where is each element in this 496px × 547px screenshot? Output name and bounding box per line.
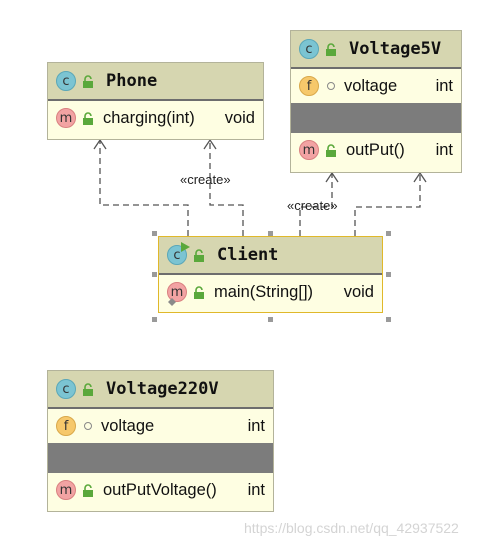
empty-section xyxy=(291,103,461,133)
field-icon: f xyxy=(56,416,76,436)
method-icon: m xyxy=(299,140,319,160)
method-type: int xyxy=(247,480,265,499)
method-row[interactable]: m main(String[]) void xyxy=(159,275,382,309)
method-icon: m xyxy=(56,108,76,128)
arrow-client-to-voltage5v xyxy=(354,173,421,236)
method-name: charging(int) xyxy=(103,108,195,127)
lock-icon xyxy=(83,111,93,125)
selection-handle[interactable] xyxy=(386,272,391,277)
class-phone[interactable]: c Phone m charging(int) void xyxy=(47,62,264,140)
field-row[interactable]: f voltage int xyxy=(291,69,461,103)
field-name: voltage xyxy=(101,416,155,435)
class-icon: c xyxy=(56,71,76,91)
selection-handle[interactable] xyxy=(268,231,273,236)
arrowhead-voltage5v-1 xyxy=(325,171,339,183)
lock-icon xyxy=(83,483,93,497)
static-marker-icon xyxy=(168,298,176,306)
class-icon: c xyxy=(56,379,76,399)
package-visibility-icon xyxy=(327,82,335,90)
class-client[interactable]: c Client m main(String[]) void xyxy=(158,236,383,313)
selection-handle[interactable] xyxy=(268,317,273,322)
method-type: int xyxy=(435,140,453,159)
class-icon: c xyxy=(299,39,319,59)
class-voltage5v[interactable]: c Voltage5V f voltage int m outPut() int xyxy=(290,30,462,173)
field-row[interactable]: f voltage int xyxy=(48,409,273,443)
method-row[interactable]: m outPutVoltage() int xyxy=(48,473,273,507)
method-icon: m xyxy=(167,282,187,302)
selection-handle[interactable] xyxy=(152,272,157,277)
create-label: «create» xyxy=(180,172,231,187)
class-name: Voltage5V xyxy=(349,39,442,59)
method-row[interactable]: m outPut() int xyxy=(291,133,461,167)
field-type: int xyxy=(247,416,265,435)
lock-icon xyxy=(326,42,336,56)
lock-icon xyxy=(194,285,204,299)
class-name: Phone xyxy=(106,71,158,91)
field-name: voltage xyxy=(344,76,398,95)
arrowhead-phone-2 xyxy=(203,138,217,150)
selection-handle[interactable] xyxy=(386,317,391,322)
watermark: https://blog.csdn.net/qq_42937522 xyxy=(244,520,459,536)
selection-handle[interactable] xyxy=(386,231,391,236)
class-header: c Voltage220V xyxy=(48,371,273,409)
method-type: void xyxy=(224,108,255,127)
method-name: main(String[]) xyxy=(214,282,314,301)
method-name: outPutVoltage() xyxy=(103,480,217,499)
method-row[interactable]: m charging(int) void xyxy=(48,101,263,135)
class-name: Client xyxy=(217,245,279,265)
class-header: c Phone xyxy=(48,63,263,101)
field-type: int xyxy=(435,76,453,95)
arrow-client-to-phone xyxy=(99,140,189,236)
field-icon: f xyxy=(299,76,319,96)
arrowhead-phone-1 xyxy=(93,138,107,150)
empty-section xyxy=(48,443,273,473)
create-label: «create» xyxy=(287,198,338,213)
arrowhead-voltage5v-2 xyxy=(413,171,427,183)
method-name: outPut() xyxy=(346,140,405,159)
run-arrow-icon xyxy=(181,242,190,252)
method-icon: m xyxy=(56,480,76,500)
arrow-client-to-voltage5v-create xyxy=(299,173,333,236)
class-header: c Client xyxy=(159,237,382,275)
method-type: void xyxy=(343,282,374,301)
class-name: Voltage220V xyxy=(106,379,219,399)
arrow-client-to-phone-create xyxy=(209,140,244,236)
class-header: c Voltage5V xyxy=(291,31,461,69)
lock-icon xyxy=(83,382,93,396)
lock-icon xyxy=(194,248,204,262)
lock-icon xyxy=(326,143,336,157)
package-visibility-icon xyxy=(84,422,92,430)
class-voltage220v[interactable]: c Voltage220V f voltage int m outPutVolt… xyxy=(47,370,274,512)
lock-icon xyxy=(83,74,93,88)
selection-handle[interactable] xyxy=(152,231,157,236)
selection-handle[interactable] xyxy=(152,317,157,322)
